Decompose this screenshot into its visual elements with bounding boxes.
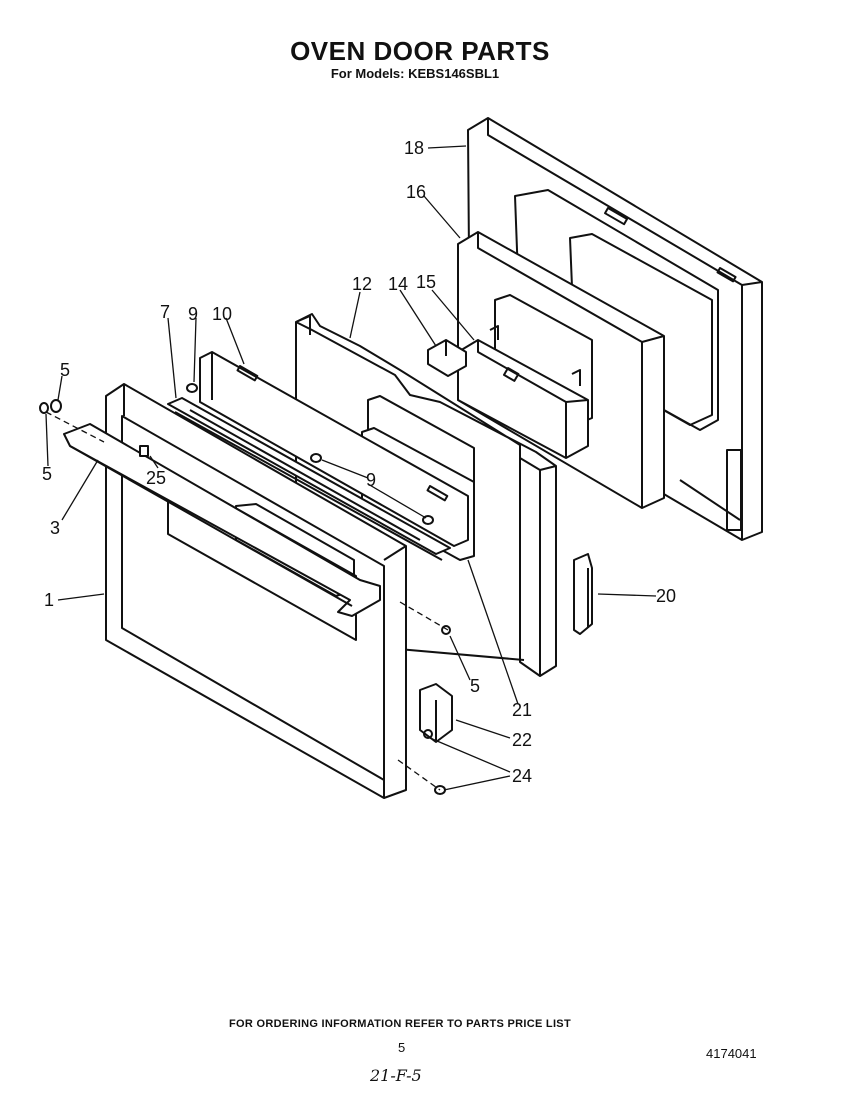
callout-5-left: 5 (42, 464, 52, 484)
callout-3: 3 (50, 518, 60, 538)
door-baffle (457, 325, 589, 459)
callout-18: 18 (404, 138, 424, 158)
callout-15: 15 (416, 272, 436, 292)
callout-21: 21 (512, 700, 532, 720)
door-hinge (419, 683, 453, 743)
leader-lines (45, 145, 657, 791)
document-number: 4174041 (706, 1046, 757, 1061)
callout-labels: 18 16 12 14 15 7 9 10 5 5 25 9 3 1 20 5 … (42, 138, 676, 786)
ordering-note: FOR ORDERING INFORMATION REFER TO PARTS … (229, 1018, 571, 1030)
model-subtitle: For Models: KEBS146SBL1 (330, 66, 500, 81)
callout-5-top-left: 5 (60, 360, 70, 380)
callout-10: 10 (212, 304, 232, 324)
page-number: 5 (398, 1040, 406, 1055)
callout-12: 12 (352, 274, 372, 294)
callout-14: 14 (388, 274, 408, 294)
door-trim-strip (199, 351, 469, 547)
callout-20: 20 (656, 586, 676, 606)
hinge-receptacle (573, 553, 593, 635)
callout-25: 25 (146, 468, 166, 488)
callout-16: 16 (406, 182, 426, 202)
callout-9-top: 9 (188, 304, 198, 324)
callout-9-middle: 9 (366, 470, 376, 490)
callout-5-right: 5 (470, 676, 480, 696)
vent-strip (167, 397, 451, 561)
callout-24: 24 (512, 766, 532, 786)
handwritten-note: 21-F-5 (370, 1066, 422, 1085)
clip-part-25 (139, 445, 149, 457)
callout-1: 1 (44, 590, 54, 610)
diagram-title: OVEN DOOR PARTS (290, 36, 550, 66)
callout-22: 22 (512, 730, 532, 750)
door-bracket (427, 339, 467, 377)
door-handle (63, 423, 381, 617)
callout-7: 7 (160, 302, 170, 322)
fasteners (39, 383, 451, 795)
